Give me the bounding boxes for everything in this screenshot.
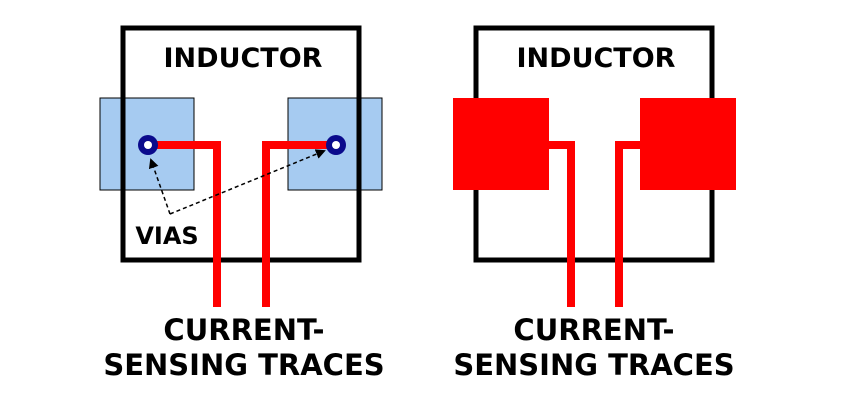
left-panel-inductor-outline xyxy=(120,25,362,263)
left-panel-inductor-label: INDUCTOR xyxy=(164,43,323,74)
left-panel-vias-label: VIAS xyxy=(135,222,198,250)
right-panel-traces-label-line1: CURRENT- xyxy=(513,313,674,347)
right-panel-trace-left xyxy=(545,141,575,307)
left-panel-trace-right xyxy=(262,141,336,307)
right-panel: INDUCTOR CURRENT- SENSING TRACES xyxy=(453,25,736,382)
left-panel-traces-label-line2: SENSING TRACES xyxy=(103,348,384,382)
left-panel-trace-left xyxy=(148,141,221,307)
left-panel: INDUCTOR VIAS CURRENT- SENSING TRACES xyxy=(99,25,385,382)
left-panel-via-arrow-left xyxy=(148,158,171,215)
left-panel-via-left xyxy=(138,135,158,155)
left-panel-traces-label-line1: CURRENT- xyxy=(163,313,324,347)
right-panel-trace-right xyxy=(615,141,645,307)
right-panel-traces-label-line2: SENSING TRACES xyxy=(453,348,734,382)
left-panel-via-right xyxy=(326,135,346,155)
right-panel-inductor-label: INDUCTOR xyxy=(517,43,676,74)
right-panel-pad-left xyxy=(453,98,549,190)
right-panel-pad-right xyxy=(640,98,736,190)
